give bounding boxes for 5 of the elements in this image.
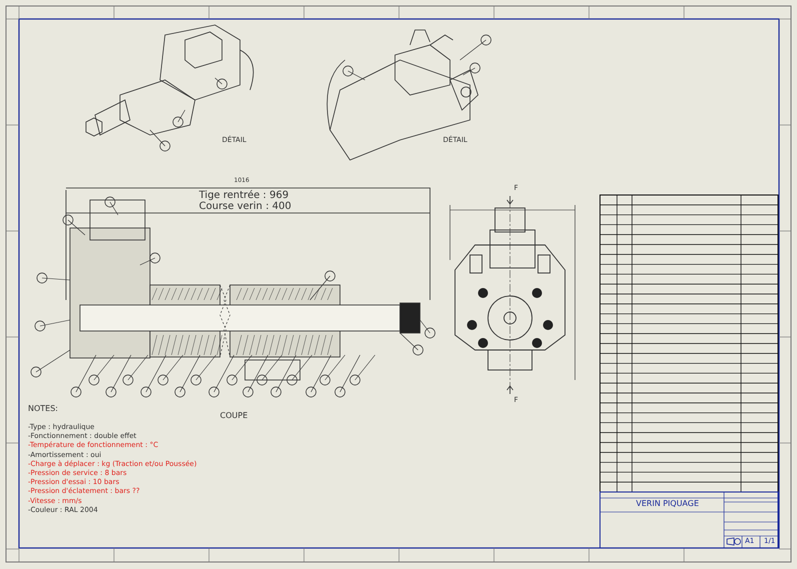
dimension-note: Tige rentrée : 969 xyxy=(199,190,289,201)
view-label: COUPE xyxy=(220,412,248,421)
drawing-title: VERIN PIQUAGE xyxy=(636,500,699,509)
notes-heading: NOTES: xyxy=(28,405,58,414)
dimension-note: Course verin : 400 xyxy=(199,201,292,212)
